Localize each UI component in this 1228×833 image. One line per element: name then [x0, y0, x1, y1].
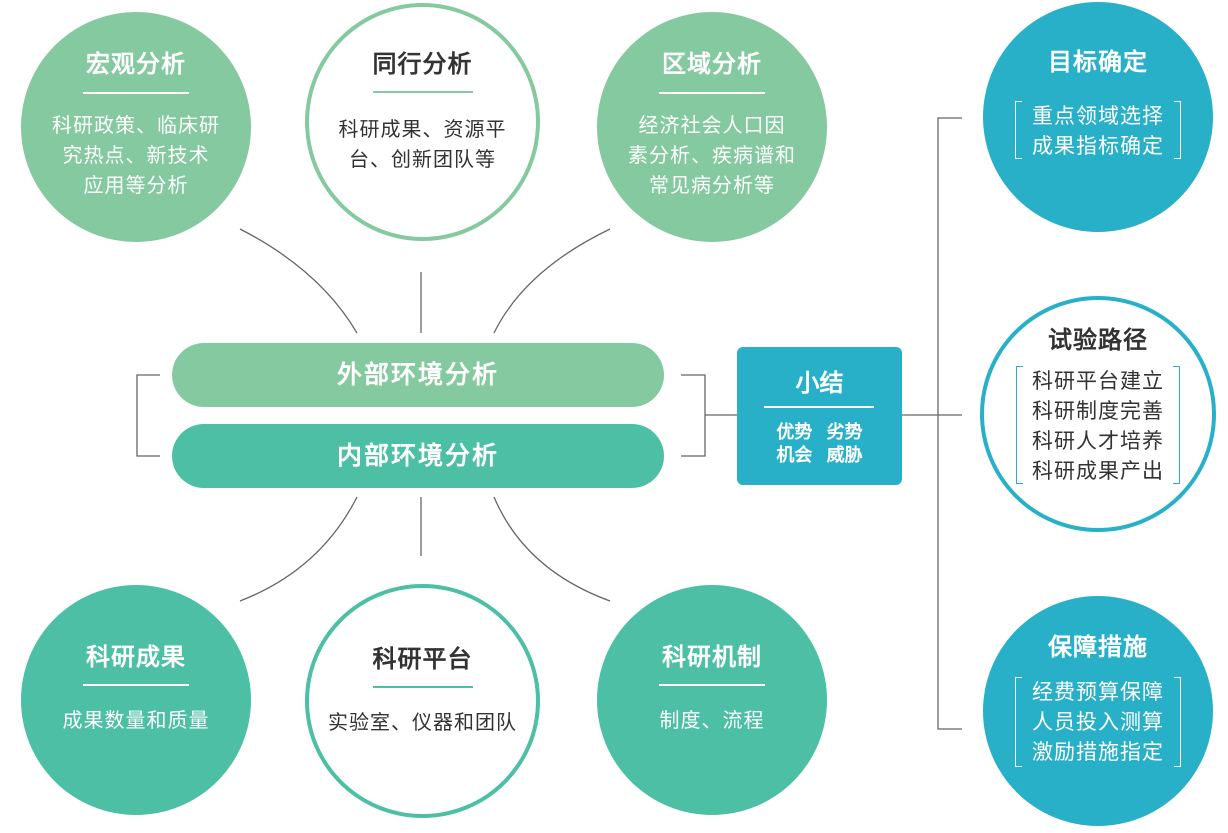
platform-circle: 科研平台 实验室、仪器和团队: [305, 584, 540, 818]
macro-line-3: 应用等分析: [83, 173, 189, 197]
mechanism-rule: [659, 684, 765, 686]
goal-title: 目标确定: [1048, 48, 1148, 76]
guarantee-title: 保障措施: [1048, 633, 1148, 661]
peer-line-2: 台、创新团队等: [349, 147, 496, 171]
regional-line-2: 素分析、疾病谱和: [628, 143, 796, 167]
goal-circle: 目标确定 重点领域选择 成果指标确定: [983, 2, 1213, 232]
path-title: 试验路径: [1048, 326, 1148, 354]
peer-title: 同行分析: [372, 50, 473, 78]
guarantee-circle: 保障措施 经费预算保障 人员投入测算 激励措施指定: [983, 596, 1213, 826]
regional-line-3: 常见病分析等: [649, 173, 775, 197]
summary-rule: [764, 406, 874, 408]
connector-macro: [239, 228, 358, 334]
results-circle: 科研成果 成果数量和质量: [21, 585, 251, 815]
platform-rule: [373, 686, 473, 688]
regional-title: 区域分析: [662, 50, 762, 78]
peer-line-1: 科研成果、资源平: [338, 117, 507, 141]
summary-box: 小结 优势 劣势 机会 威胁: [737, 347, 902, 485]
path-list: 科研平台建立 科研制度完善 科研人才培养 科研成果产出: [1016, 366, 1180, 484]
path-line-3: 科研人才培养: [1032, 429, 1164, 453]
path-circle: 试验路径 科研平台建立 科研制度完善 科研人才培养 科研成果产出: [980, 296, 1216, 532]
connector-mechanism: [493, 496, 611, 602]
platform-title: 科研平台: [372, 645, 473, 673]
macro-line-2: 究热点、新技术: [62, 143, 210, 167]
mechanism-title: 科研机制: [662, 643, 762, 671]
peer-analysis-circle: 同行分析 科研成果、资源平 台、创新团队等: [305, 3, 540, 241]
left-bracket: [136, 374, 160, 457]
regional-rule: [659, 92, 765, 94]
connector-results: [239, 496, 358, 602]
results-rule: [83, 684, 189, 686]
summary-row-1: 优势 劣势: [776, 422, 863, 443]
summary-row-2: 机会 威胁: [776, 445, 863, 466]
macro-title: 宏观分析: [86, 50, 186, 78]
results-title: 科研成果: [86, 643, 186, 671]
platform-line-1: 实验室、仪器和团队: [328, 710, 517, 734]
path-line-2: 科研制度完善: [1032, 399, 1164, 423]
results-line-1: 成果数量和质量: [62, 708, 210, 732]
regional-line-1: 经济社会人口因: [638, 113, 786, 137]
internal-analysis-pill: 内部环境分析: [172, 424, 664, 488]
macro-line-1: 科研政策、临床研: [52, 113, 220, 137]
path-line-1: 科研平台建立: [1032, 369, 1164, 393]
guarantee-line-3: 激励措施指定: [1032, 740, 1164, 764]
mechanism-circle: 科研机制 制度、流程: [597, 585, 827, 815]
regional-analysis-circle: 区域分析 经济社会人口因 素分析、疾病谱和 常见病分析等: [597, 12, 827, 242]
macro-analysis-circle: 宏观分析 科研政策、临床研 究热点、新技术 应用等分析: [21, 12, 251, 242]
goal-line-1: 重点领域选择: [1032, 104, 1164, 128]
guarantee-line-2: 人员投入测算: [1032, 710, 1164, 734]
goal-list: 重点领域选择 成果指标确定: [1015, 101, 1181, 159]
guarantee-line-1: 经费预算保障: [1032, 680, 1164, 704]
right-bracket: [681, 374, 706, 457]
guarantee-list: 经费预算保障 人员投入测算 激励措施指定: [1015, 677, 1181, 767]
path-line-4: 科研成果产出: [1032, 459, 1164, 483]
macro-rule: [83, 92, 189, 94]
right-trunk: [937, 117, 962, 730]
goal-line-2: 成果指标确定: [1032, 134, 1164, 158]
mechanism-line-1: 制度、流程: [659, 708, 765, 732]
peer-rule: [373, 91, 473, 93]
external-analysis-pill: 外部环境分析: [172, 343, 664, 407]
summary-title: 小结: [795, 369, 844, 397]
connector-regional: [493, 228, 611, 334]
